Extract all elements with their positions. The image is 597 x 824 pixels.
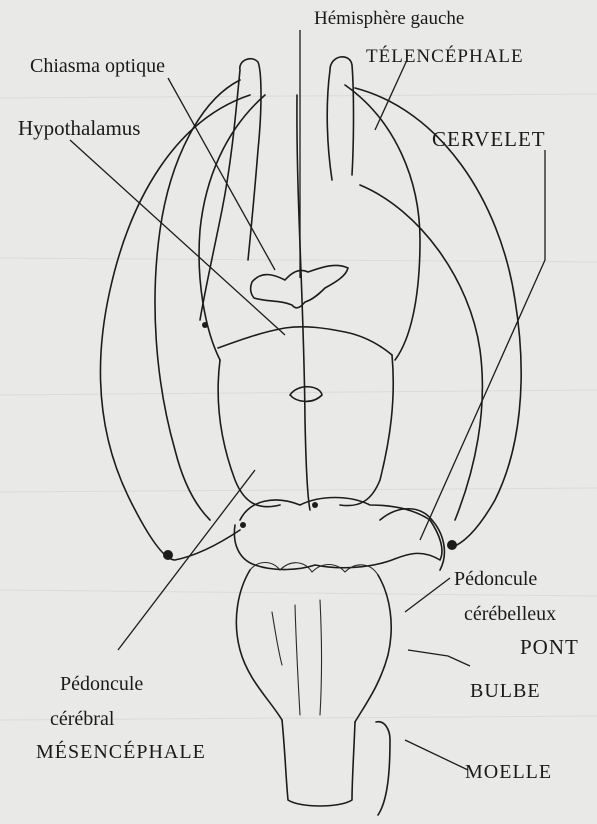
label-bulbe: BULBE bbox=[470, 680, 541, 702]
label-mesencephale: MÉSENCÉPHALE bbox=[36, 740, 206, 763]
left-hemisphere-inner bbox=[155, 80, 265, 520]
label-moelle: MOELLE bbox=[465, 761, 552, 783]
label-pont: PONT bbox=[520, 635, 579, 659]
label-chiasma-optique: Chiasma optique bbox=[30, 55, 165, 77]
label-pedoncule-cerebelleux-1: Pédoncule bbox=[454, 568, 537, 590]
junction-marks bbox=[163, 322, 457, 560]
spinal-cord bbox=[282, 720, 355, 806]
moelle-bracket bbox=[376, 722, 390, 815]
medulla-grooves bbox=[272, 600, 322, 715]
midline bbox=[297, 95, 310, 510]
label-pedoncule-cerebral-1: Pédoncule bbox=[60, 673, 143, 695]
label-pedoncule-cerebral-2: cérébral bbox=[50, 708, 115, 730]
label-pedoncule-cerebelleux-2: cérébelleux bbox=[464, 603, 556, 625]
optic-chiasma-shape bbox=[251, 265, 348, 307]
label-cervelet: CERVELET bbox=[432, 127, 546, 151]
label-hemisphere-gauche: Hémisphère gauche bbox=[314, 8, 464, 29]
label-telencephale: TÉLENCÉPHALE bbox=[366, 45, 524, 67]
label-hypothalamus: Hypothalamus bbox=[18, 116, 140, 140]
right-olfactory-tract bbox=[327, 57, 353, 180]
